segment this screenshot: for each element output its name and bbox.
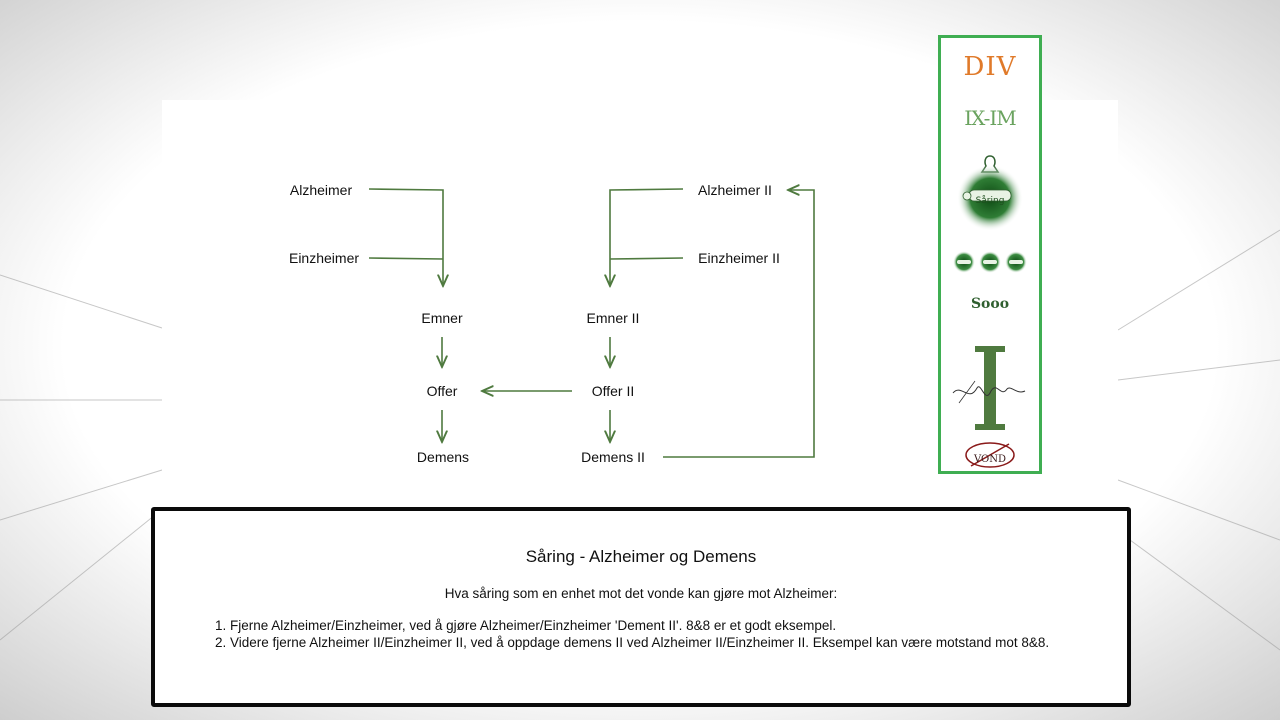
node-alzheimer: Alzheimer: [289, 182, 353, 198]
badge-label-text: Såring: [975, 196, 1005, 206]
info-title: Såring - Alzheimer og Demens: [525, 547, 757, 566]
connector-einzheimer2-emner2: [609, 257, 684, 260]
small-ornaments-icon: [953, 251, 1027, 273]
connector-alzheimer-emner: [368, 188, 443, 286]
background-streaks: [0, 229, 1280, 651]
vond-stamp-text: VOND: [973, 454, 1006, 465]
node-offer: Offer: [426, 383, 458, 399]
info-list: Fjerne Alzheimer/Einzheimer, ved å gjøre…: [212, 617, 1049, 651]
connector-einzheimer-emner: [368, 257, 444, 260]
connector-alzheimer2-emner2: [610, 188, 684, 286]
node-alzheimer-ii: Alzheimer II: [698, 182, 772, 198]
pillar-signature-icon: [952, 346, 1026, 430]
list-item: Fjerne Alzheimer/Einzheimer, ved å gjøre…: [230, 617, 1049, 634]
node-einzheimer-ii: Einzheimer II: [698, 250, 780, 266]
ornament-badge-icon: [957, 155, 1023, 230]
info-box: Såring - Alzheimer og Demens Hva såring …: [151, 507, 1131, 707]
node-demens-ii: Demens II: [581, 449, 645, 465]
vond-stamp: VOND: [941, 449, 1039, 467]
node-einzheimer: Einzheimer: [288, 250, 360, 266]
badge-label: Såring: [941, 190, 1039, 208]
node-emner: Emner: [421, 310, 463, 326]
arrow-demens2-alzheimer2: [663, 190, 815, 458]
node-offer-ii: Offer II: [591, 383, 635, 399]
info-subtitle: Hva såring som en enhet mot det vonde ka…: [444, 586, 838, 601]
sooo-text: Sooo: [970, 296, 1010, 312]
ix-im-logo: IX-IM: [941, 106, 1039, 130]
vond-stamp-icon: [965, 442, 1015, 468]
ix-im-logo-text: IX-IM: [964, 106, 1017, 130]
node-emner-ii: Emner II: [586, 310, 640, 326]
list-item: Videre fjerne Alzheimer II/Einzheimer II…: [230, 634, 1049, 651]
div-logo: DIV: [941, 52, 1039, 82]
logo-sidebar: DIV IX-IM Såring: [938, 35, 1042, 474]
div-logo-text: DIV: [963, 52, 1017, 82]
node-demens: Demens: [416, 449, 470, 465]
sooo-label: Sooo: [941, 295, 1039, 313]
